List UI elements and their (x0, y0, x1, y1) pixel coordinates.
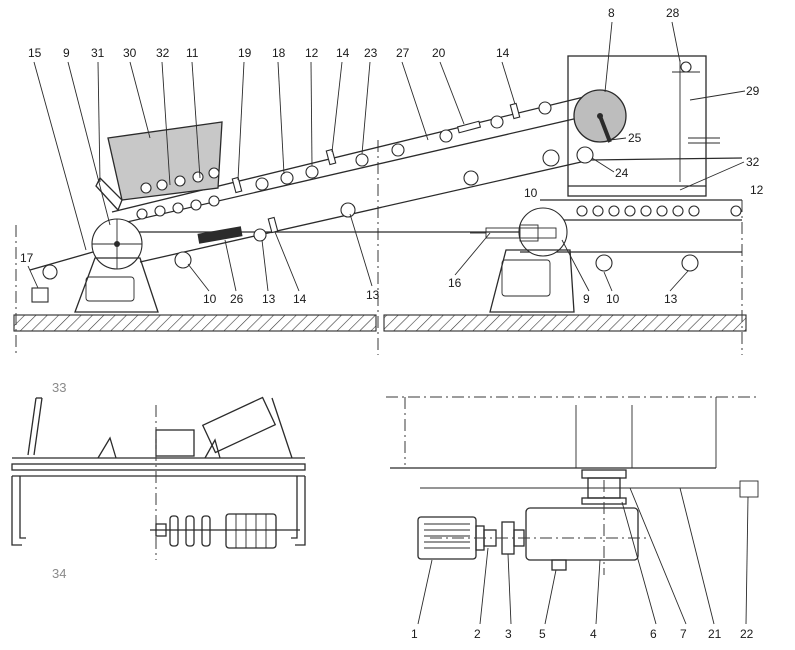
ground-right (383, 314, 747, 332)
label: 10 (524, 186, 538, 200)
label: 14 (336, 46, 350, 60)
label: 10 (203, 292, 217, 306)
label: 9 (63, 46, 70, 60)
chamber (567, 55, 707, 197)
label: 22 (740, 627, 754, 641)
label: 15 (28, 46, 42, 60)
label: 31 (91, 46, 105, 60)
label: 32 (746, 155, 760, 169)
section-callouts: 33 34 (52, 380, 66, 581)
label: 26 (230, 292, 244, 306)
conveyor-side-view (13, 55, 747, 355)
label: 16 (448, 276, 462, 290)
leader-lines (27, 21, 749, 625)
label: 7 (680, 627, 687, 641)
label: 34 (52, 566, 66, 581)
label: 1 (411, 627, 418, 641)
label: 18 (272, 46, 286, 60)
label: 32 (156, 46, 170, 60)
label: 19 (238, 46, 252, 60)
label: 4 (590, 627, 597, 641)
label: 12 (750, 183, 764, 197)
label: 13 (262, 292, 276, 306)
label: 33 (52, 380, 66, 395)
label: 3 (505, 627, 512, 641)
label: 23 (364, 46, 378, 60)
cross-section-view (11, 396, 306, 560)
label: 27 (396, 46, 410, 60)
tension-drum (518, 207, 568, 257)
gearbox (525, 507, 639, 561)
label: 5 (539, 627, 546, 641)
label: 20 (432, 46, 446, 60)
chamber-rollers (576, 205, 742, 217)
belt-cleaner (197, 226, 243, 244)
label: 21 (708, 627, 722, 641)
return-idlers (31, 149, 699, 303)
label: 24 (615, 166, 629, 180)
label: 6 (650, 627, 657, 641)
label: 14 (496, 46, 510, 60)
label: 17 (20, 251, 34, 265)
tail-frame (74, 257, 159, 313)
impact-rollers (136, 167, 220, 220)
label: 8 (608, 6, 615, 20)
label: 14 (293, 292, 307, 306)
top-view-callouts: 15 9 31 30 32 11 19 18 12 14 23 27 20 14… (20, 6, 764, 306)
label: 29 (746, 84, 760, 98)
label: 12 (305, 46, 319, 60)
hopper (107, 121, 223, 201)
drive-callouts: 1 2 3 5 4 6 7 21 22 (411, 627, 754, 641)
label: 28 (666, 6, 680, 20)
label: 25 (628, 131, 642, 145)
carrying-idlers (255, 101, 552, 191)
label: 13 (366, 288, 380, 302)
label: 13 (664, 292, 678, 306)
label: 2 (474, 627, 481, 641)
ground-left (13, 314, 377, 332)
label: 30 (123, 46, 137, 60)
label: 10 (606, 292, 620, 306)
label: 9 (583, 292, 590, 306)
drive-unit-view (386, 396, 760, 575)
label: 11 (186, 46, 199, 60)
